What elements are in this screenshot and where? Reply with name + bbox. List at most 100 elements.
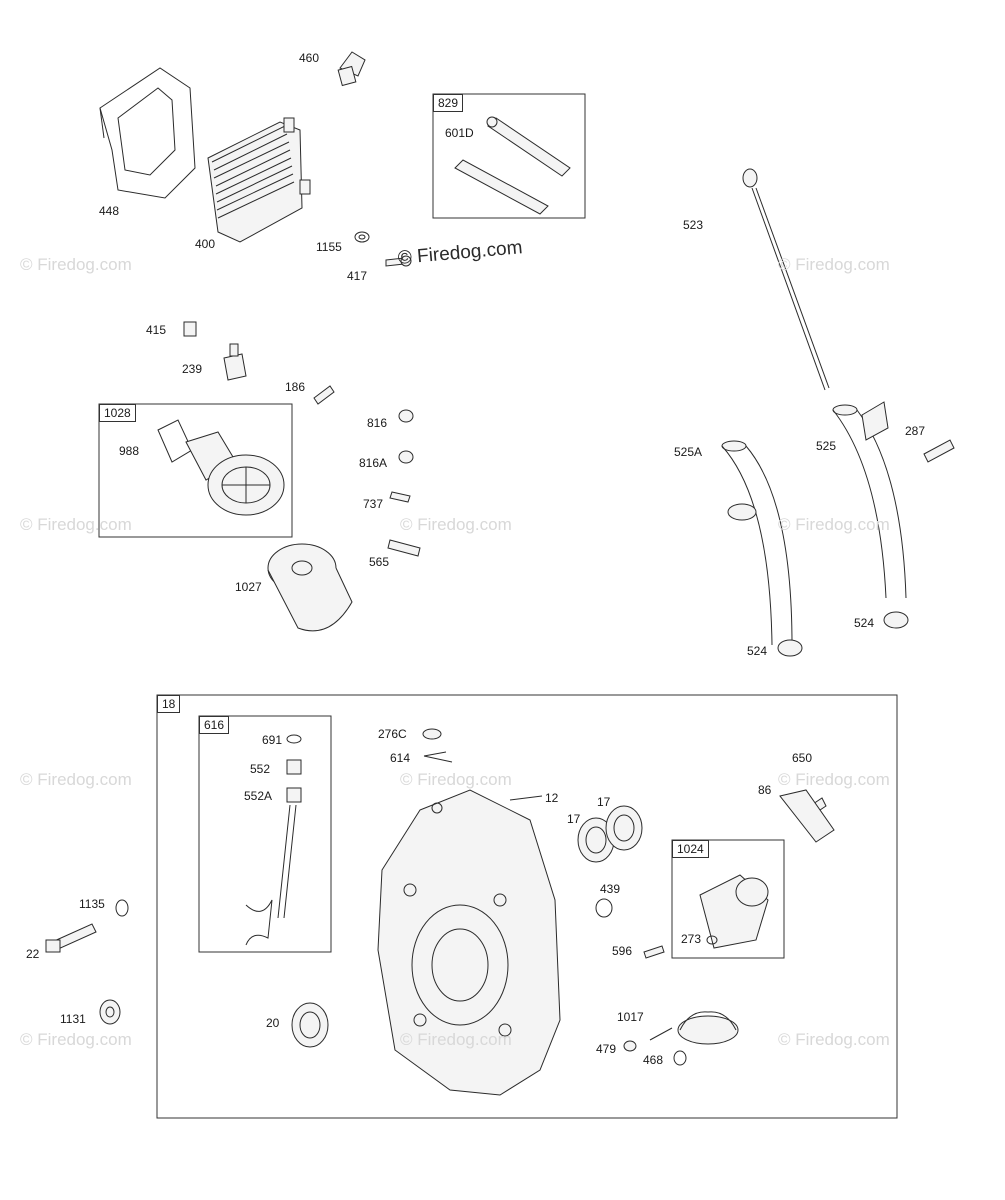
governor-assembly-part: [245, 734, 302, 946]
washer-816a-part: [398, 450, 414, 464]
oil-filter-part: [267, 543, 353, 632]
cover-plate-86-part: [779, 789, 835, 843]
tube-assembly-part: [454, 116, 571, 215]
group-frame-1028: [98, 403, 293, 538]
grommet-524-lower-part: [777, 639, 803, 657]
group-label-1028: 1028: [99, 404, 136, 422]
part-label-17-left: 17: [567, 812, 581, 826]
part-label-287: 287: [905, 424, 926, 438]
part-label-1027: 1027: [235, 580, 262, 594]
part-label-1017: 1017: [617, 1010, 644, 1024]
part-label-816: 816: [367, 416, 388, 430]
grommet-524-upper-part: [883, 611, 909, 629]
screw-479-part: [623, 1040, 637, 1052]
nut-1131-part: [99, 999, 121, 1025]
part-label-552: 552: [250, 762, 271, 776]
part-label-988: 988: [119, 444, 140, 458]
part-label-479: 479: [596, 1042, 617, 1056]
part-label-460: 460: [299, 51, 320, 65]
part-label-20: 20: [266, 1016, 280, 1030]
bolt-part: [385, 255, 412, 267]
part-label-552a: 552A: [244, 789, 273, 803]
part-label-417: 417: [347, 269, 368, 283]
oil-seal-20-part: [291, 1002, 329, 1048]
watermark-text: © Firedog.com: [20, 255, 132, 274]
part-label-601d: 601D: [445, 126, 474, 140]
part-label-565: 565: [369, 555, 390, 569]
watermark-text: © Firedog.com: [778, 255, 890, 274]
group-label-18: 18: [157, 695, 181, 713]
watermark-text: © Firedog.com: [778, 770, 890, 789]
part-label-1131: 1131: [60, 1012, 86, 1026]
part-label-737: 737: [363, 497, 384, 511]
bearing-17-left-part: [577, 817, 615, 863]
part-label-86: 86: [758, 783, 772, 797]
bolt-737-part: [389, 491, 411, 503]
group-frame-616: [198, 715, 332, 953]
elbow-fitting-part: [337, 51, 366, 87]
oil-filter-adapter-part: [157, 419, 285, 516]
watermark-text: © Firedog.com: [20, 515, 132, 534]
watermark-text: © Firedog.com: [400, 770, 512, 789]
part-label-691: 691: [262, 733, 283, 747]
part-label-650: 650: [792, 751, 813, 765]
dipstick-tube-525-part: [832, 401, 907, 599]
part-label-400: 400: [195, 237, 216, 251]
part-label-614: 614: [390, 751, 411, 765]
part-label-524-lower: 524: [747, 644, 768, 658]
watermark-text: © Firedog.com: [20, 770, 132, 789]
part-label-525: 525: [816, 439, 837, 453]
group-label-616: 616: [199, 716, 230, 734]
part-label-468: 468: [643, 1053, 664, 1067]
part-label-439: 439: [600, 882, 621, 896]
part-label-596: 596: [612, 944, 633, 958]
washer-468-part: [673, 1050, 687, 1066]
group-frame-18: [156, 694, 898, 1119]
oil-pressure-sender-part: [223, 343, 247, 381]
watermark-text: © Firedog.com: [778, 515, 890, 534]
dipstick-tube-525a-part: [721, 440, 793, 646]
part-label-22: 22: [26, 947, 40, 961]
clip-614-part: [423, 751, 453, 763]
nipple-fitting-part: [313, 385, 335, 405]
group-label-1024: 1024: [672, 840, 709, 858]
bolt-287-part: [923, 439, 955, 463]
part-label-1155: 1155: [316, 240, 342, 254]
plug-part: [183, 321, 197, 337]
washer-part: [354, 231, 370, 243]
group-label-829: 829: [433, 94, 464, 112]
oil-cooler-part: [207, 117, 311, 243]
watermark-text: © Firedog.com: [400, 1030, 512, 1049]
oil-pickup-1017-part: [649, 1011, 739, 1045]
part-label-816a: 816A: [359, 456, 388, 470]
watermark-text: © Firedog.com: [400, 515, 512, 534]
part-label-12: 12: [545, 791, 559, 805]
group-frame-1024: [671, 839, 785, 959]
washer-439-part: [595, 898, 613, 918]
part-label-239: 239: [182, 362, 203, 376]
part-label-273: 273: [681, 932, 702, 946]
part-label-524-upper: 524: [854, 616, 875, 630]
screw-596-part: [643, 945, 665, 959]
washer-276c-part: [422, 728, 442, 740]
bearing-17-right-part: [605, 805, 643, 851]
part-label-415: 415: [146, 323, 167, 337]
part-label-1135: 1135: [79, 897, 105, 911]
part-label-525a: 525A: [674, 445, 703, 459]
crankcase-cover-part: [377, 789, 561, 1096]
washer-816-part: [398, 409, 414, 423]
washer-1135-part: [115, 899, 129, 917]
part-label-448: 448: [99, 204, 120, 218]
mounting-bracket-part: [99, 67, 196, 199]
watermark-text: © Firedog.com: [778, 1030, 890, 1049]
part-label-276c: 276C: [378, 727, 407, 741]
part-label-186: 186: [285, 380, 306, 394]
stud-565-part: [387, 539, 421, 557]
part-label-523: 523: [683, 218, 704, 232]
part-label-17-right: 17: [597, 795, 611, 809]
bolt-22-part: [45, 923, 97, 953]
watermark-text: © Firedog.com: [20, 1030, 132, 1049]
oil-pump-part: [699, 874, 769, 949]
dipstick-part: [742, 168, 830, 391]
